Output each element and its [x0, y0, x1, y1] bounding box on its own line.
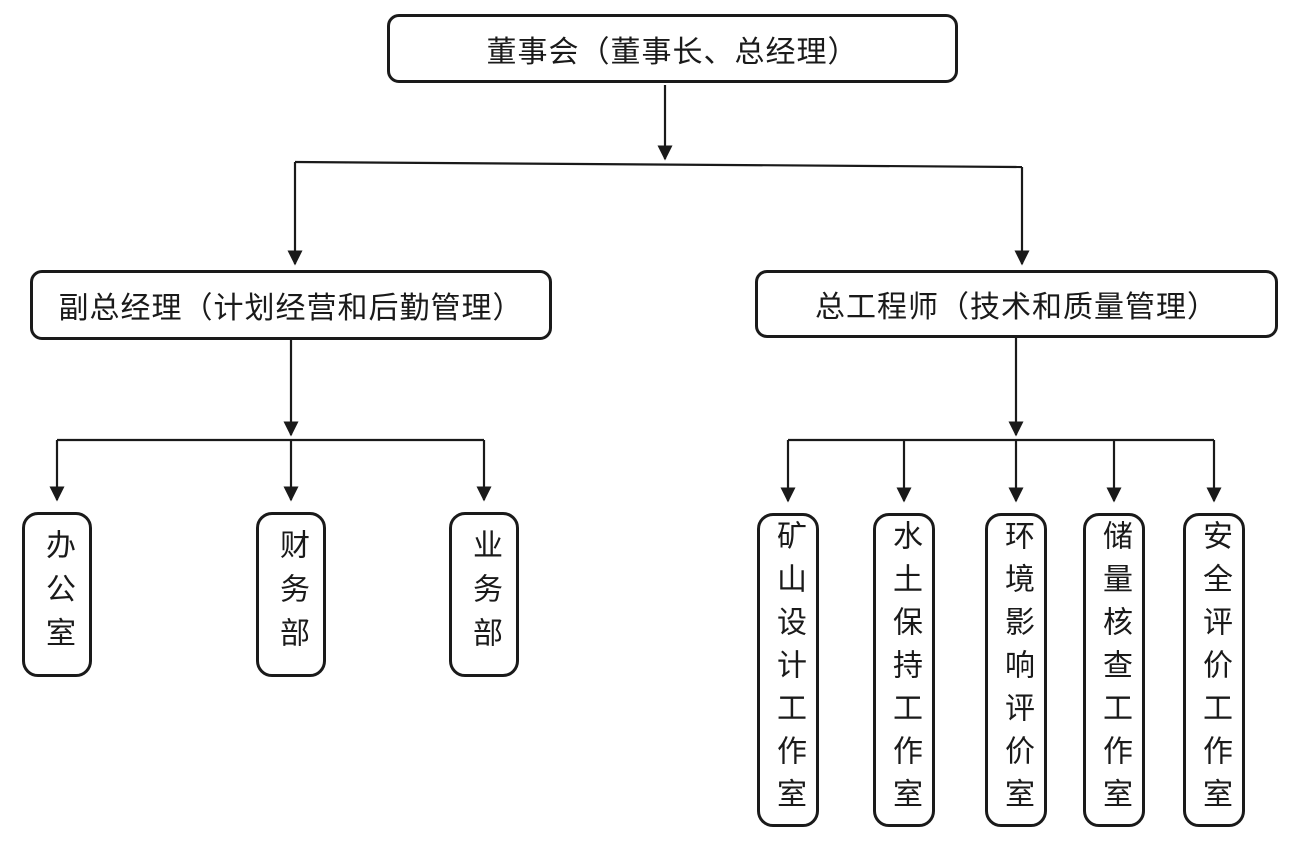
- org-box-business-dept-label: 业务部: [468, 528, 501, 661]
- org-box-env-impact-room-label: 环境影响评价室: [1000, 519, 1033, 821]
- org-box-root: 董事会（董事长、总经理）: [387, 14, 958, 83]
- connector-level2-bar: [294, 160, 1023, 169]
- org-box-soil-water-studio: 水土保持工作室: [873, 513, 935, 827]
- org-box-safety-eval-studio-label: 安全评价工作室: [1198, 519, 1231, 821]
- org-box-deputy-gm: 副总经理（计划经营和后勤管理）: [30, 270, 552, 340]
- org-box-business-dept: 业务部: [449, 512, 519, 677]
- org-box-reserve-check-studio-label: 储量核查工作室: [1098, 519, 1131, 821]
- org-box-mine-design-studio: 矿山设计工作室: [757, 513, 819, 827]
- org-box-deputy-gm-label: 副总经理（计划经营和后勤管理）: [58, 292, 524, 325]
- org-box-finance-dept-label: 财务部: [275, 528, 308, 661]
- org-box-env-impact-room: 环境影响评价室: [985, 513, 1047, 827]
- org-box-chief-engineer: 总工程师（技术和质量管理）: [755, 270, 1278, 338]
- org-box-safety-eval-studio: 安全评价工作室: [1183, 513, 1245, 827]
- org-box-mine-design-studio-label: 矿山设计工作室: [772, 519, 805, 821]
- org-box-office-label: 办公室: [41, 528, 74, 661]
- org-box-root-label: 董事会（董事长、总经理）: [486, 35, 859, 69]
- org-box-chief-engineer-label: 总工程师（技术和质量管理）: [815, 291, 1218, 324]
- org-box-reserve-check-studio: 储量核查工作室: [1083, 513, 1145, 827]
- org-box-office: 办公室: [22, 512, 92, 677]
- org-box-soil-water-studio-label: 水土保持工作室: [888, 519, 921, 821]
- org-box-finance-dept: 财务部: [256, 512, 326, 677]
